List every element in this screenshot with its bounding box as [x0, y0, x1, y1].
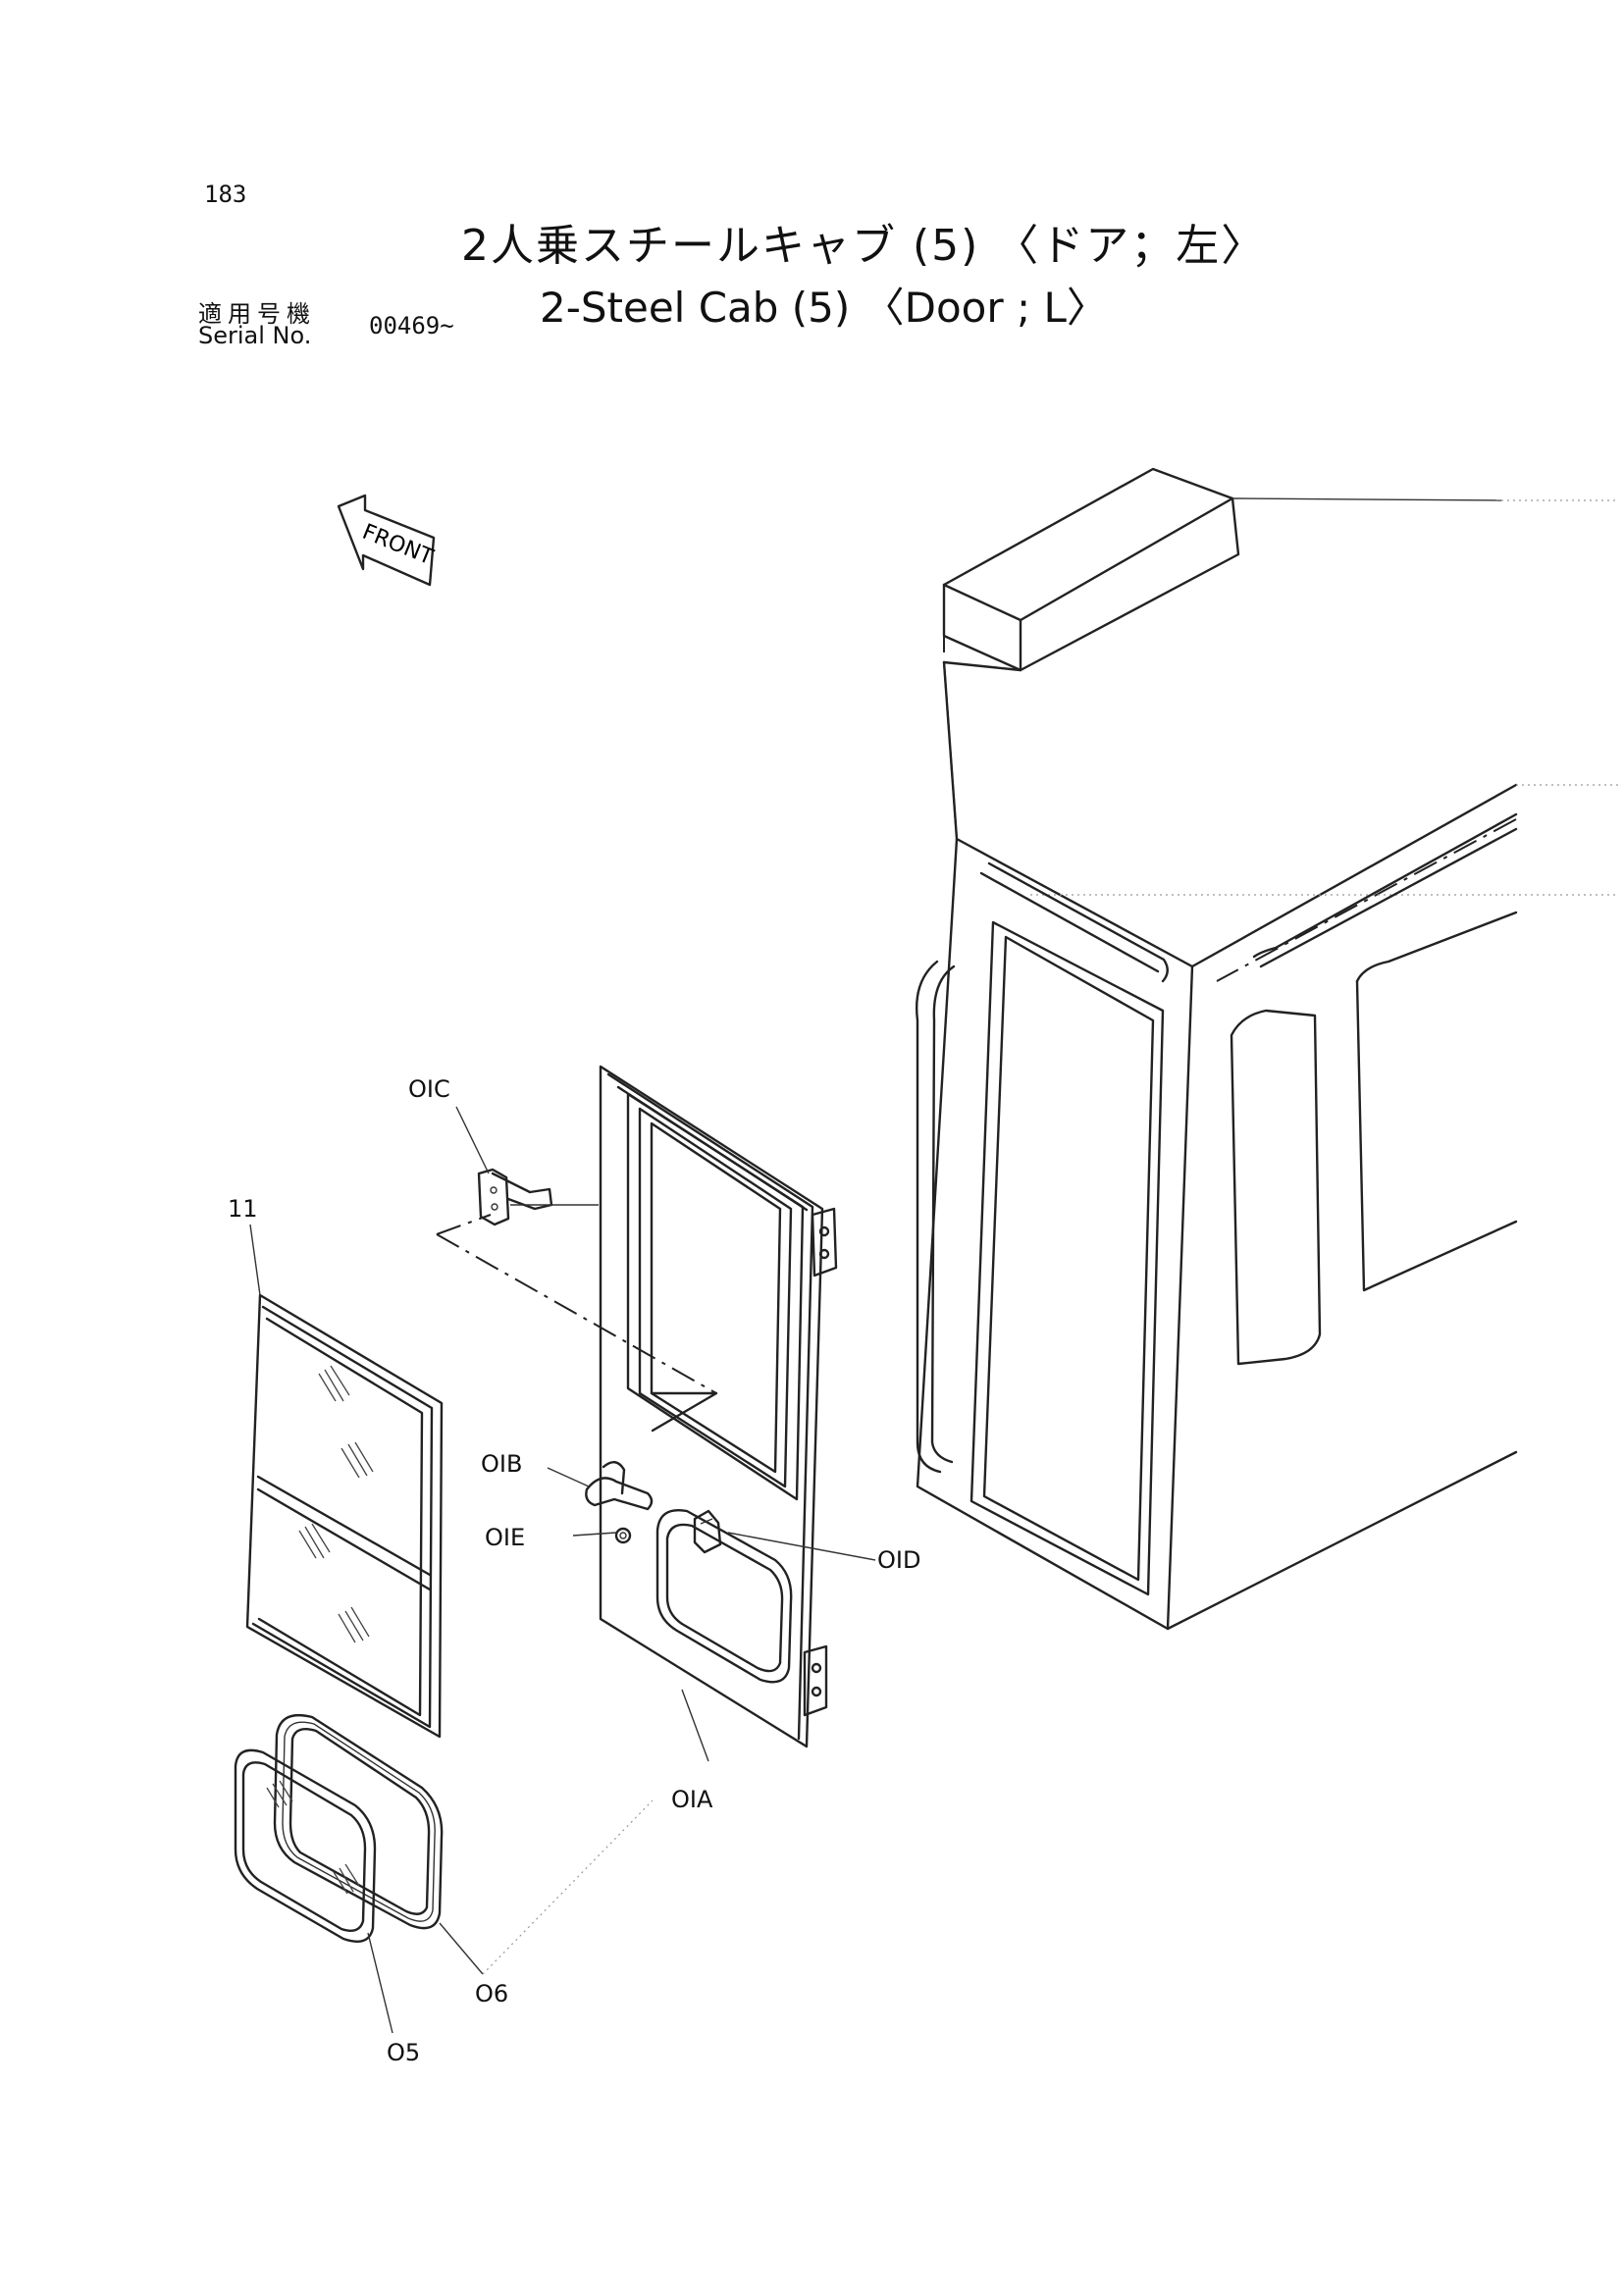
window-seal-06 [273, 1713, 444, 1930]
cab-body [916, 467, 1619, 1631]
serial-number-value: 00469~ [369, 312, 454, 339]
small-glass-05 [234, 1748, 377, 1943]
callout-11: 11 [228, 1195, 258, 1223]
callout-01c: OIC [408, 1075, 450, 1103]
door-assembly [436, 1065, 838, 1748]
callout-01e: OIE [485, 1524, 525, 1551]
serial-label-english: Serial No. [198, 322, 312, 349]
callout-01d: OID [877, 1546, 920, 1574]
title-japanese: 2人乗スチールキャブ (5) 〈ドア；左〉 [461, 221, 1267, 271]
callout-05: O5 [387, 2039, 420, 2066]
callout-06: O6 [475, 1980, 508, 2007]
serial-label-japanese: 適用号機 [198, 300, 316, 328]
page-number: 183 [204, 181, 247, 208]
leader-lines [249, 1106, 876, 2034]
callout-01a: OIA [671, 1786, 713, 1813]
window-glass-11 [245, 1293, 444, 1739]
callout-01b: OIB [481, 1450, 522, 1478]
title-english: 2-Steel Cab (5) 〈Door ; L〉 [540, 284, 1108, 332]
front-label: FRONT [359, 520, 438, 571]
front-arrow-icon: FRONT [337, 494, 438, 587]
